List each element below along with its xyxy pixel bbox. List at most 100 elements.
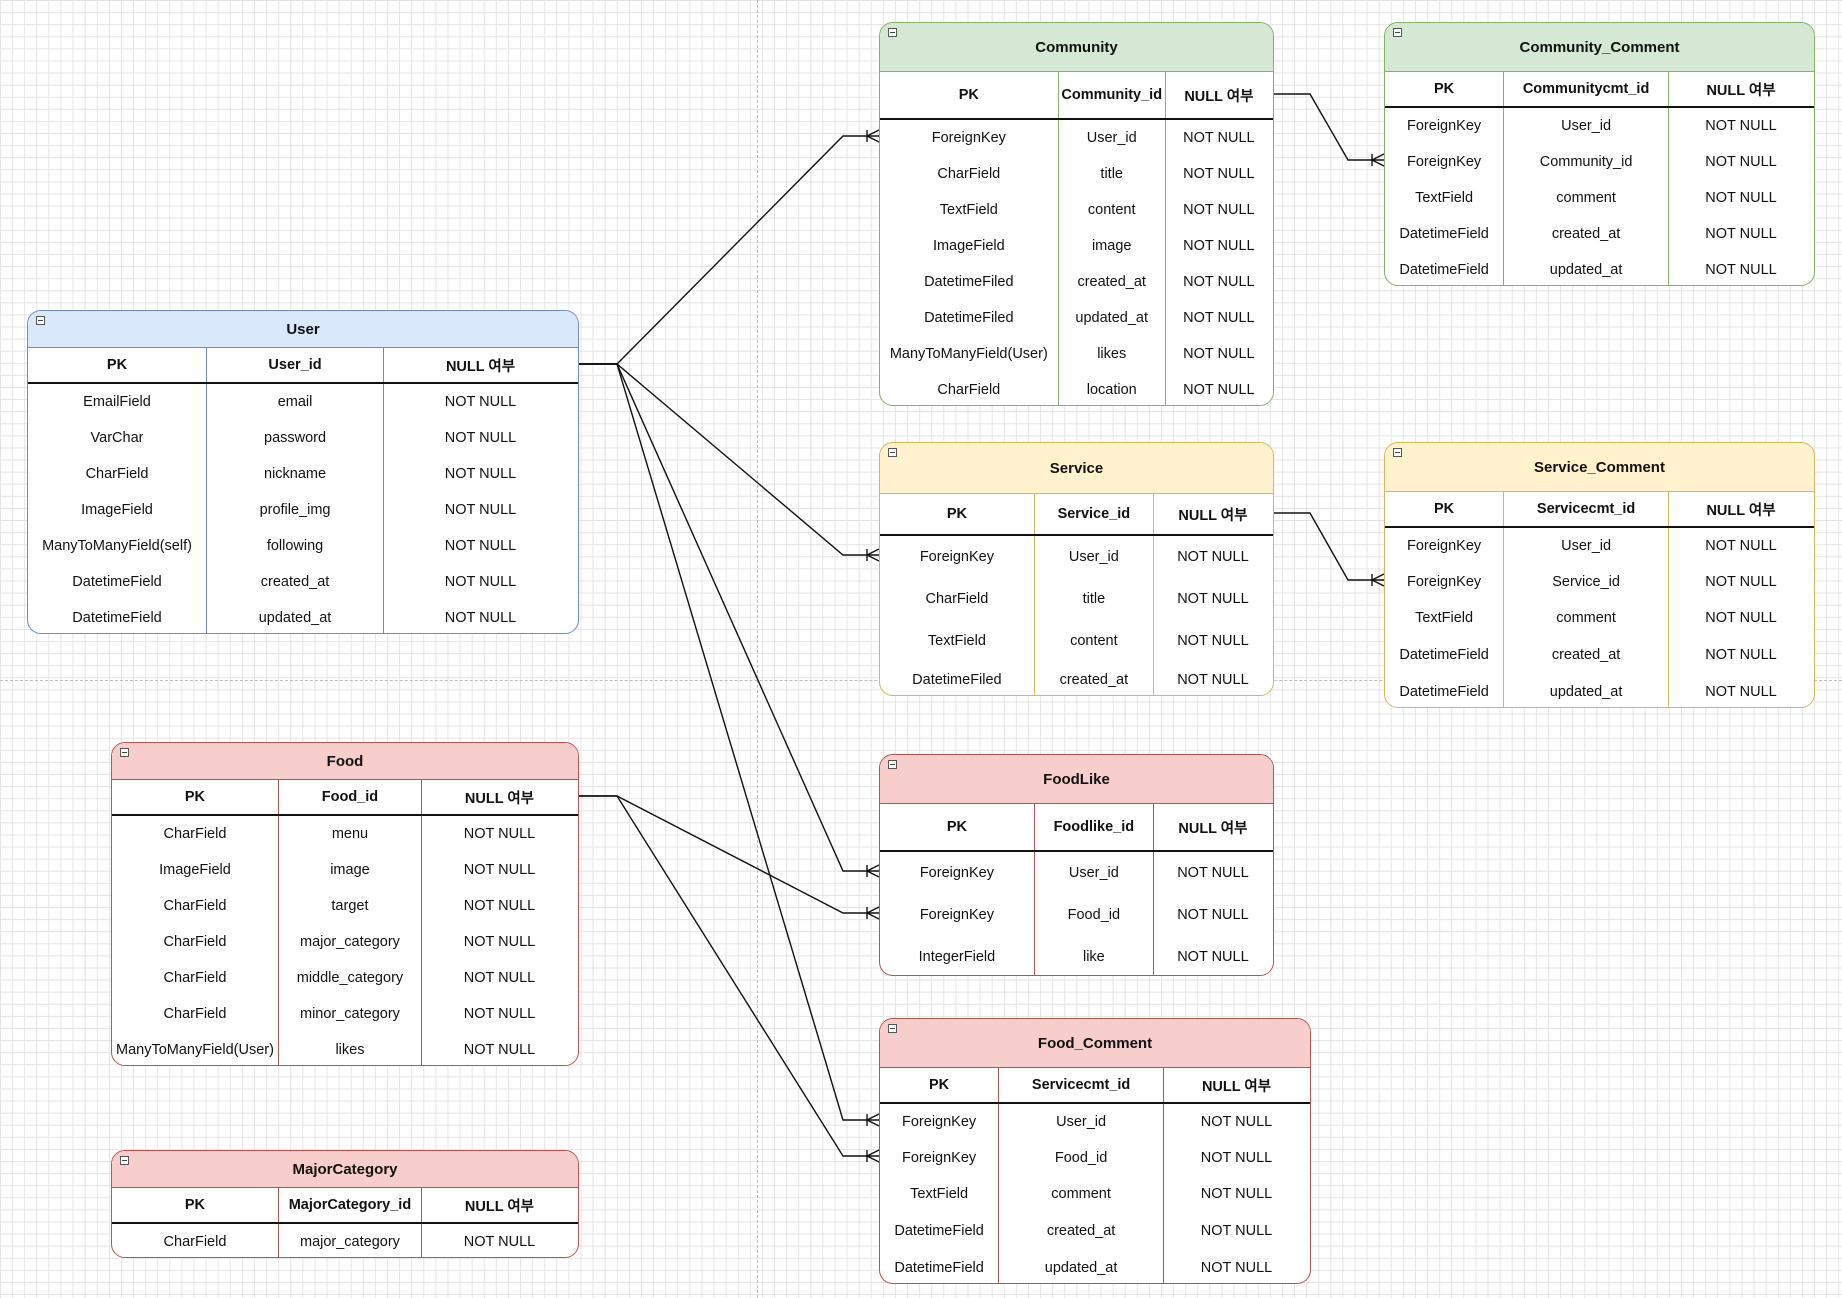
field-type: TextField: [880, 620, 1035, 662]
collapse-icon[interactable]: [888, 760, 897, 769]
link-community-comment: [1274, 93, 1384, 161]
field-name: User_id: [1035, 852, 1154, 894]
field-name: Service_id: [1504, 564, 1669, 600]
field-name: email: [207, 384, 385, 420]
header-pk: PK: [1385, 72, 1505, 106]
field-null: NOT NULL: [444, 394, 517, 410]
header-pk: PK: [112, 1188, 279, 1222]
field-type: DatetimeFiled: [880, 264, 1059, 300]
link-user-community-crowfoot: [866, 129, 880, 143]
link-user-community: [579, 135, 879, 365]
field-name: image: [1059, 228, 1166, 264]
field-name: created_at: [1059, 264, 1166, 300]
field-type: ManyToManyField(self): [28, 528, 208, 564]
field-type: EmailField: [28, 384, 208, 420]
field-name: updated_at: [207, 600, 385, 633]
field-null: NOT NULL: [463, 862, 536, 878]
field-null: NOT NULL: [1705, 262, 1777, 278]
field-type: CharField: [112, 1224, 279, 1257]
field-null: NOT NULL: [1183, 382, 1255, 398]
field-null: NOT NULL: [1183, 310, 1255, 326]
field-type: DatetimeField: [28, 600, 208, 633]
field-name: major_category: [279, 924, 422, 960]
field-type: TextField: [880, 192, 1059, 228]
collapse-icon[interactable]: [120, 1156, 129, 1165]
entity-title: User: [28, 311, 578, 347]
field-null: NOT NULL: [463, 1042, 536, 1058]
field-name: likes: [1059, 336, 1166, 372]
header-null: NULL 여부: [464, 790, 535, 807]
field-null: NOT NULL: [1200, 1260, 1273, 1276]
field-type: DatetimeFiled: [880, 662, 1035, 695]
header-pk: PK: [880, 72, 1059, 118]
field-null: NOT NULL: [444, 574, 517, 590]
collapse-icon[interactable]: [1393, 28, 1402, 37]
link-user-service: [579, 363, 879, 556]
field-type: DatetimeField: [880, 1250, 1000, 1283]
field-name: created_at: [1504, 216, 1669, 252]
field-type: DatetimeField: [1385, 636, 1505, 674]
field-null: NOT NULL: [1183, 238, 1255, 254]
link-food-foodlike: [579, 795, 879, 914]
collapse-icon[interactable]: [1393, 448, 1402, 457]
field-null: NOT NULL: [1705, 647, 1777, 663]
field-null: NOT NULL: [463, 970, 536, 986]
field-name: updated_at: [1504, 252, 1669, 285]
field-name: comment: [1504, 180, 1669, 216]
header-pk: PK: [880, 494, 1035, 534]
field-name: like: [1035, 936, 1154, 975]
field-name: content: [1035, 620, 1154, 662]
field-type: ForeignKey: [880, 120, 1059, 156]
page-break-vertical: [757, 0, 758, 1298]
collapse-icon[interactable]: [888, 28, 897, 37]
field-type: CharField: [112, 996, 279, 1032]
field-type: ForeignKey: [880, 894, 1035, 936]
collapse-icon[interactable]: [888, 1024, 897, 1033]
field-name: comment: [999, 1176, 1164, 1212]
field-type: ManyToManyField(User): [112, 1032, 279, 1065]
header-id: MajorCategory_id: [279, 1188, 422, 1222]
header-id: Service_id: [1035, 494, 1154, 534]
collapse-icon[interactable]: [120, 748, 129, 757]
field-type: ImageField: [112, 852, 279, 888]
field-type: CharField: [112, 816, 279, 852]
field-type: ForeignKey: [880, 1104, 1000, 1140]
field-name: password: [207, 420, 385, 456]
collapse-icon[interactable]: [36, 316, 45, 325]
field-name: User_id: [1059, 120, 1166, 156]
field-name: title: [1059, 156, 1166, 192]
field-type: ForeignKey: [880, 536, 1035, 578]
field-null: NOT NULL: [1200, 1186, 1273, 1202]
collapse-icon[interactable]: [888, 448, 897, 457]
field-name: Community_id: [1504, 144, 1669, 180]
entity-title: MajorCategory: [112, 1151, 578, 1187]
field-null: NOT NULL: [1177, 907, 1249, 923]
field-null: NOT NULL: [1183, 346, 1255, 362]
field-type: CharField: [880, 578, 1035, 620]
field-name: content: [1059, 192, 1166, 228]
